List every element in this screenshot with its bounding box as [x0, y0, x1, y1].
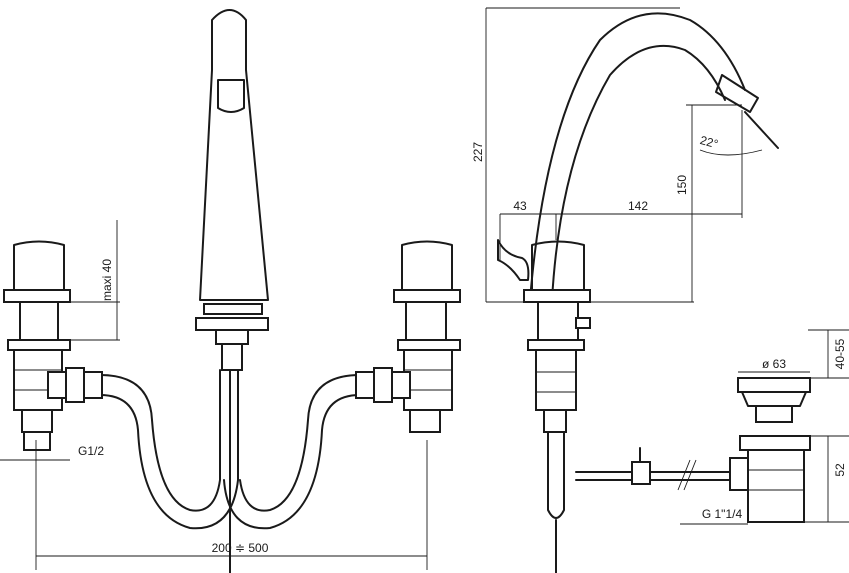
outlet-height-label: 150 — [675, 175, 689, 195]
supply-hoses — [47, 367, 411, 530]
left-valve — [3, 240, 71, 451]
spout-reach-label: 142 — [628, 199, 648, 213]
waste-height-label: 52 — [833, 463, 847, 477]
waste-diameter-label: ø 63 — [762, 357, 786, 371]
side-view — [485, 7, 779, 573]
waste-top-label: 40-55 — [833, 338, 847, 369]
handle-max-label: maxi 40 — [100, 259, 114, 301]
front-dimensions — [0, 220, 428, 570]
thread-tap-label: G1/2 — [78, 444, 104, 458]
waste-assembly — [575, 329, 849, 525]
front-view: maxi 40 G1/2 200 ≑ 500 — [0, 9, 461, 573]
waste-thread-label: G 1"1/4 — [702, 507, 743, 521]
spout-offset-label: 43 — [513, 199, 527, 213]
right-valve — [393, 240, 461, 433]
front-spout — [195, 9, 269, 573]
spout-angle-label: 22° — [698, 133, 719, 151]
spacing-label: 200 ≑ 500 — [212, 541, 269, 555]
height-total-label: 227 — [471, 142, 485, 162]
